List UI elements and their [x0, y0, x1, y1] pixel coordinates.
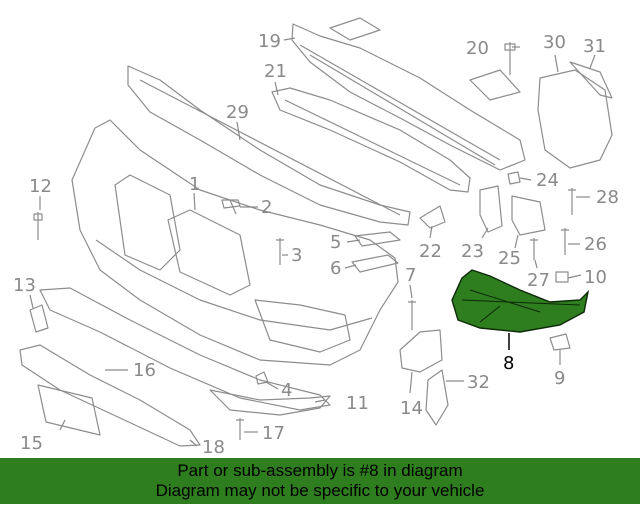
callout-21: 21	[264, 61, 287, 82]
part-13-side-trim	[29, 304, 49, 333]
part-30-bracket	[537, 69, 613, 169]
callout-17: 17	[262, 423, 285, 444]
part-14-bracket	[399, 329, 443, 373]
callout-18: 18	[202, 437, 225, 458]
callout-5: 5	[330, 232, 341, 253]
callout-26: 26	[584, 234, 607, 255]
callout-20: 20	[466, 38, 489, 59]
part-21-energy-absorber	[271, 87, 471, 193]
callout-13: 13	[13, 275, 36, 296]
callout-25: 25	[498, 248, 521, 269]
callout-16: 16	[133, 360, 156, 381]
part-16-lower-spoiler	[39, 287, 331, 411]
part-6-clip	[351, 254, 399, 273]
callout-8-highlighted: 8	[503, 353, 514, 374]
part-23-bracket	[479, 185, 503, 233]
callout-3: 3	[291, 245, 302, 266]
fasteners	[33, 42, 576, 440]
callout-27: 27	[527, 270, 550, 291]
callout-22: 22	[419, 241, 442, 262]
callout-28: 28	[596, 187, 619, 208]
callout-14: 14	[400, 398, 423, 419]
callout-32: 32	[467, 372, 490, 393]
exploded-parts-diagram: 19 20 30 31 21 29 1 2 12 24 28 3 5 6 22 …	[13, 17, 619, 458]
callout-29: 29	[226, 102, 249, 123]
part-5-clip	[354, 231, 401, 247]
callout-30: 30	[543, 32, 566, 53]
part-22-bracket	[419, 205, 446, 229]
callout-7: 7	[405, 265, 416, 286]
callout-19: 19	[258, 31, 281, 52]
callout-labels: 19 20 30 31 21 29 1 2 12 24 28 3 5 6 22 …	[13, 31, 619, 458]
part-18-lower-trim	[19, 344, 201, 447]
part-8-highlighted-bracket	[451, 269, 590, 333]
part-32-reflector	[425, 369, 449, 426]
part-31-bracket	[569, 61, 613, 99]
leader-lines	[29, 37, 596, 447]
part-15-license-bracket	[37, 384, 101, 436]
part-1-bumper-cover	[71, 119, 399, 366]
info-banner: Part or sub-assembly is #8 in diagram Di…	[0, 458, 640, 504]
callout-31: 31	[583, 36, 606, 57]
callout-2: 2	[261, 197, 272, 218]
callout-9: 9	[554, 368, 565, 389]
callout-10: 10	[584, 267, 607, 288]
callout-15: 15	[20, 433, 43, 454]
part-19-impact-bar	[291, 17, 526, 171]
callout-24: 24	[536, 170, 559, 191]
callout-23: 23	[461, 241, 484, 262]
part-25-bracket	[511, 195, 546, 236]
part-9-nut	[549, 333, 571, 351]
part-11-lower-molding	[209, 389, 331, 416]
part-29-upper-bracket	[127, 65, 411, 226]
banner-line-1: Part or sub-assembly is #8 in diagram	[177, 461, 463, 480]
callout-1: 1	[189, 174, 200, 195]
callout-12: 12	[29, 176, 52, 197]
callout-11: 11	[346, 393, 369, 414]
callout-6: 6	[330, 258, 341, 279]
banner-line-2: Diagram may not be specific to your vehi…	[155, 481, 485, 500]
callout-4: 4	[281, 380, 292, 401]
